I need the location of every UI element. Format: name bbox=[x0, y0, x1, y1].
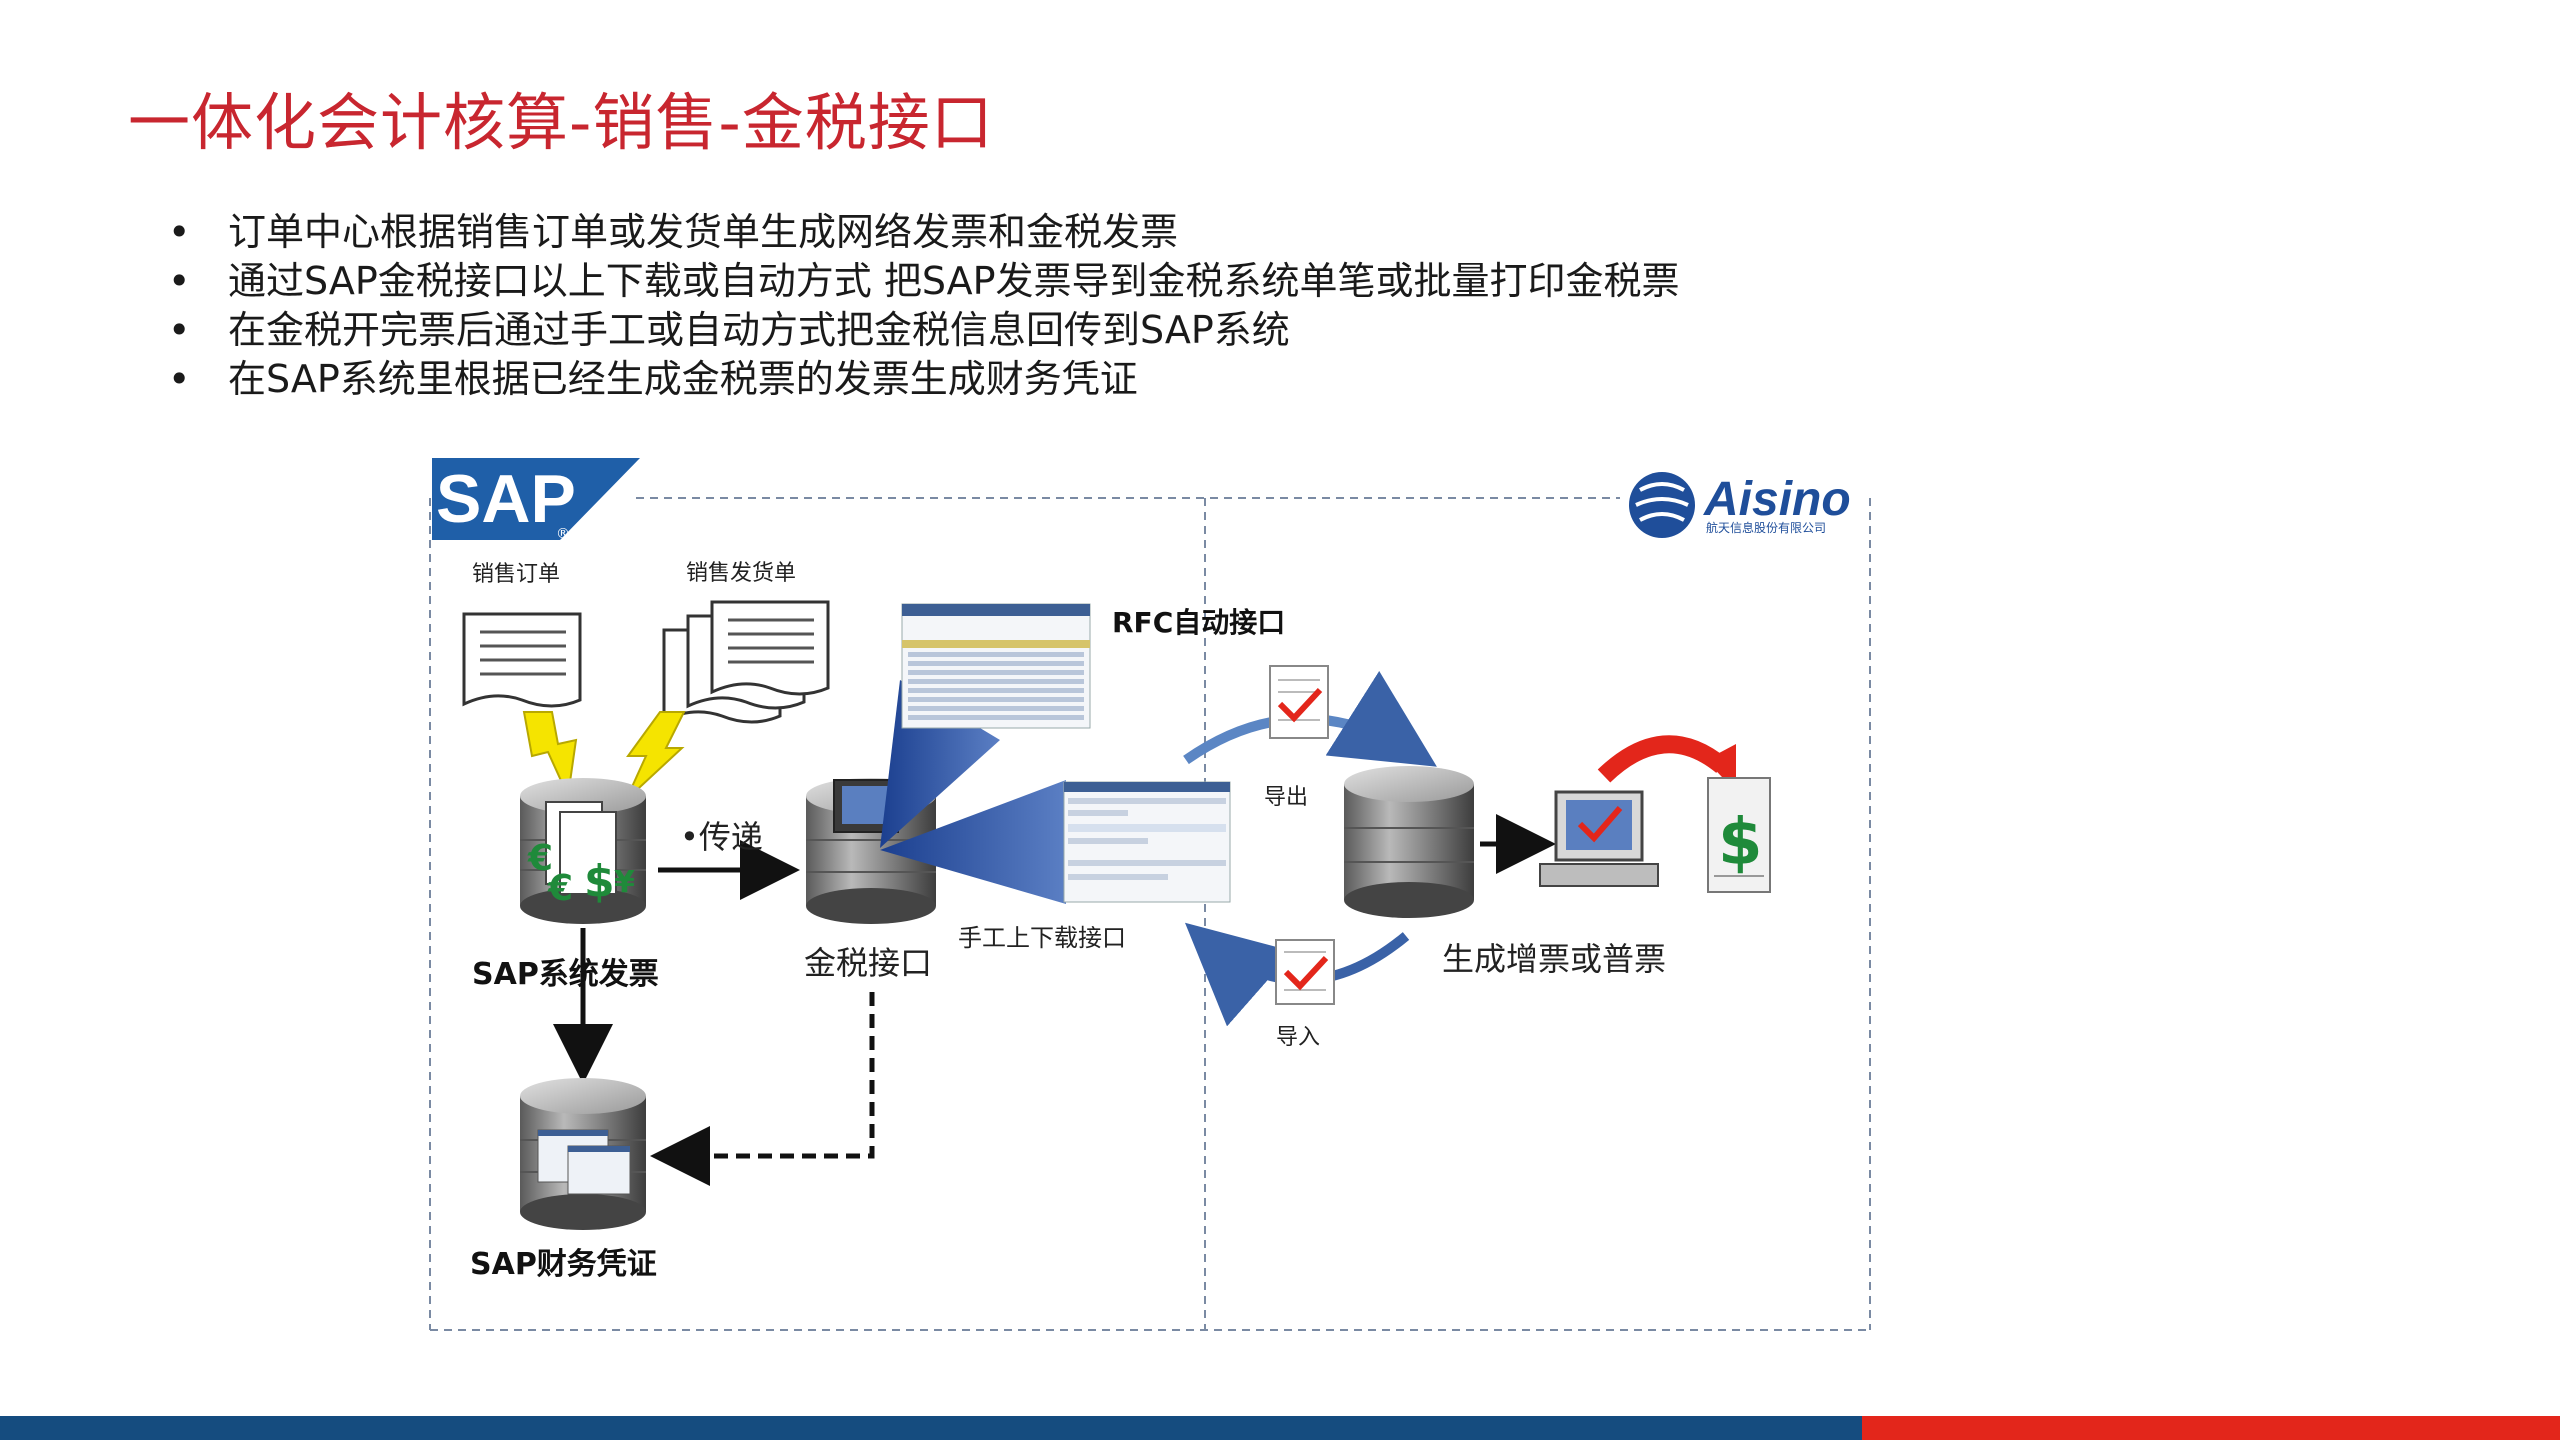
svg-text:®: ® bbox=[556, 526, 570, 542]
aisino-logo: Aisino 航天信息股份有限公司 bbox=[1629, 472, 1851, 538]
sales-order-label: 销售订单 bbox=[472, 562, 560, 587]
sales-order-document-icon bbox=[462, 612, 582, 708]
gold-tax-interface-icon bbox=[806, 778, 936, 924]
bullet-text: 在SAP系统里根据已经生成金税票的发票生成财务凭证 bbox=[228, 357, 1138, 401]
sap-logo: SAP ® bbox=[432, 458, 640, 542]
manual-screen-thumbnail bbox=[1063, 781, 1231, 903]
sap-voucher-database-icon bbox=[520, 1078, 646, 1230]
manual-beam bbox=[880, 780, 1066, 904]
svg-text:$: $ bbox=[1718, 806, 1763, 880]
rfc-interface-label: RFC自动接口 bbox=[1112, 606, 1285, 639]
aisino-logo-text: Aisino bbox=[1703, 473, 1851, 526]
svg-text:€: € bbox=[527, 838, 553, 879]
manual-interface-label: 手工上下载接口 bbox=[958, 924, 1126, 952]
svg-text:€: € bbox=[547, 868, 573, 909]
export-label: 导出 bbox=[1264, 785, 1308, 810]
aisino-subtitle: 航天信息股份有限公司 bbox=[1706, 520, 1826, 535]
transfer-label: •传递 bbox=[680, 818, 763, 856]
bullet-item: • 在金税开完票后通过手工或自动方式把金税信息回传到SAP系统 bbox=[168, 306, 1680, 355]
lightning-icon bbox=[522, 711, 686, 801]
bullet-item: • 订单中心根据销售订单或发货单生成网络发票和金税发票 bbox=[168, 208, 1680, 257]
red-curve-arrow bbox=[1597, 735, 1728, 783]
bullet-item: • 在SAP系统里根据已经生成金税票的发票生成财务凭证 bbox=[168, 355, 1680, 404]
bullet-list: • 订单中心根据销售订单或发货单生成网络发票和金税发票 • 通过SAP金税接口以上下… bbox=[168, 208, 1680, 404]
gold-tax-interface-label: 金税接口 bbox=[804, 944, 932, 982]
bullet-item: • 通过SAP金税接口以上下载或自动方式 把SAP发票导到金税系统单笔或批量打印金… bbox=[168, 257, 1680, 306]
bullet-dot: • bbox=[168, 210, 191, 254]
dollar-document-icon: $ bbox=[1707, 777, 1771, 893]
export-document-check-icon bbox=[1269, 665, 1329, 739]
generate-invoice-label: 生成增票或普票 bbox=[1442, 940, 1666, 978]
sales-delivery-label: 销售发货单 bbox=[686, 561, 796, 586]
sales-delivery-document-icon bbox=[662, 600, 830, 724]
bullet-dot: • bbox=[168, 357, 191, 401]
footer-bar-red bbox=[1862, 1416, 2560, 1440]
import-document-check-icon bbox=[1275, 939, 1335, 1005]
sap-voucher-label: SAP财务凭证 bbox=[470, 1247, 657, 1282]
page-title: 一体化会计核算-销售-金税接口 bbox=[128, 86, 994, 159]
sap-invoice-label: SAP系统发票 bbox=[472, 957, 659, 992]
bullet-dot: • bbox=[168, 308, 191, 352]
bullet-text: 订单中心根据销售订单或发货单生成网络发票和金税发票 bbox=[228, 210, 1179, 254]
rfc-screen-thumbnail bbox=[901, 603, 1091, 729]
computer-check-icon bbox=[1539, 790, 1659, 887]
sap-invoice-database-icon: € € $ ¥ bbox=[520, 778, 646, 924]
sap-logo-text: SAP bbox=[436, 461, 576, 537]
import-label: 导入 bbox=[1276, 1025, 1320, 1050]
bullet-text: 通过SAP金税接口以上下载或自动方式 把SAP发票导到金税系统单笔或批量打印金税… bbox=[228, 259, 1680, 303]
svg-text:$: $ bbox=[584, 856, 615, 907]
bullet-text: 在金税开完票后通过手工或自动方式把金税信息回传到SAP系统 bbox=[228, 308, 1290, 352]
tax-system-database-icon bbox=[1344, 766, 1474, 918]
svg-text:¥: ¥ bbox=[614, 865, 635, 900]
bullet-dot: • bbox=[168, 259, 191, 303]
footer-bar-blue bbox=[0, 1416, 1862, 1440]
dashed-frame bbox=[429, 497, 1871, 1331]
